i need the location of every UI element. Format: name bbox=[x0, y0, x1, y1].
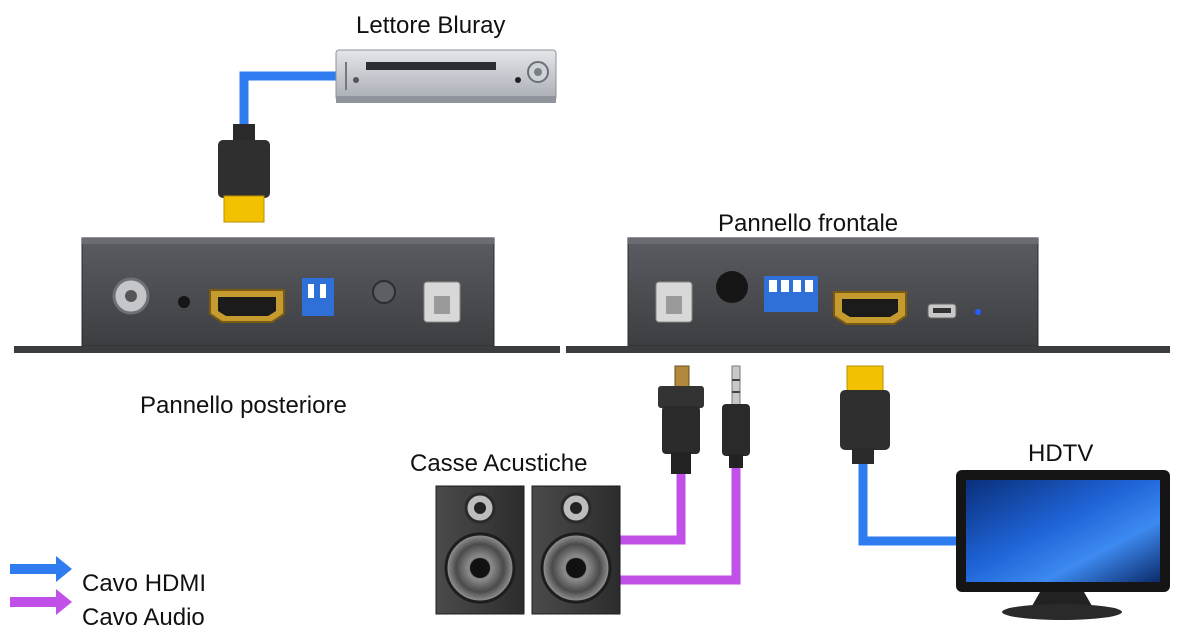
hdmi-plug-front bbox=[840, 365, 890, 464]
label-bluray: Lettore Bluray bbox=[356, 12, 506, 39]
front-panel-device bbox=[566, 237, 1170, 353]
audio-cable-optical bbox=[616, 470, 686, 545]
optical-audio-plug bbox=[658, 365, 704, 474]
legend-audio-label: Cavo Audio bbox=[82, 604, 205, 631]
rear-panel-device bbox=[14, 237, 560, 353]
label-rear-panel: Pannello posteriore bbox=[140, 392, 347, 419]
label-tv: HDTV bbox=[1028, 440, 1094, 467]
arrow-right-icon bbox=[10, 556, 72, 582]
speaker-right bbox=[531, 485, 621, 615]
audio-cable-jack bbox=[616, 462, 741, 585]
hdmi-plug-rear bbox=[218, 124, 270, 223]
jack-audio-plug bbox=[722, 365, 750, 468]
arrow-right-icon bbox=[10, 589, 72, 615]
label-front-panel: Pannello frontale bbox=[718, 210, 899, 237]
hdmi-cable-bluray bbox=[239, 71, 340, 130]
hdtv bbox=[956, 470, 1170, 620]
label-speakers: Casse Acustiche bbox=[410, 450, 588, 477]
legend-hdmi-label: Cavo HDMI bbox=[82, 570, 207, 597]
hdmi-cable-tv bbox=[858, 462, 960, 546]
speaker-left bbox=[435, 485, 525, 615]
bluray-player bbox=[335, 49, 557, 103]
